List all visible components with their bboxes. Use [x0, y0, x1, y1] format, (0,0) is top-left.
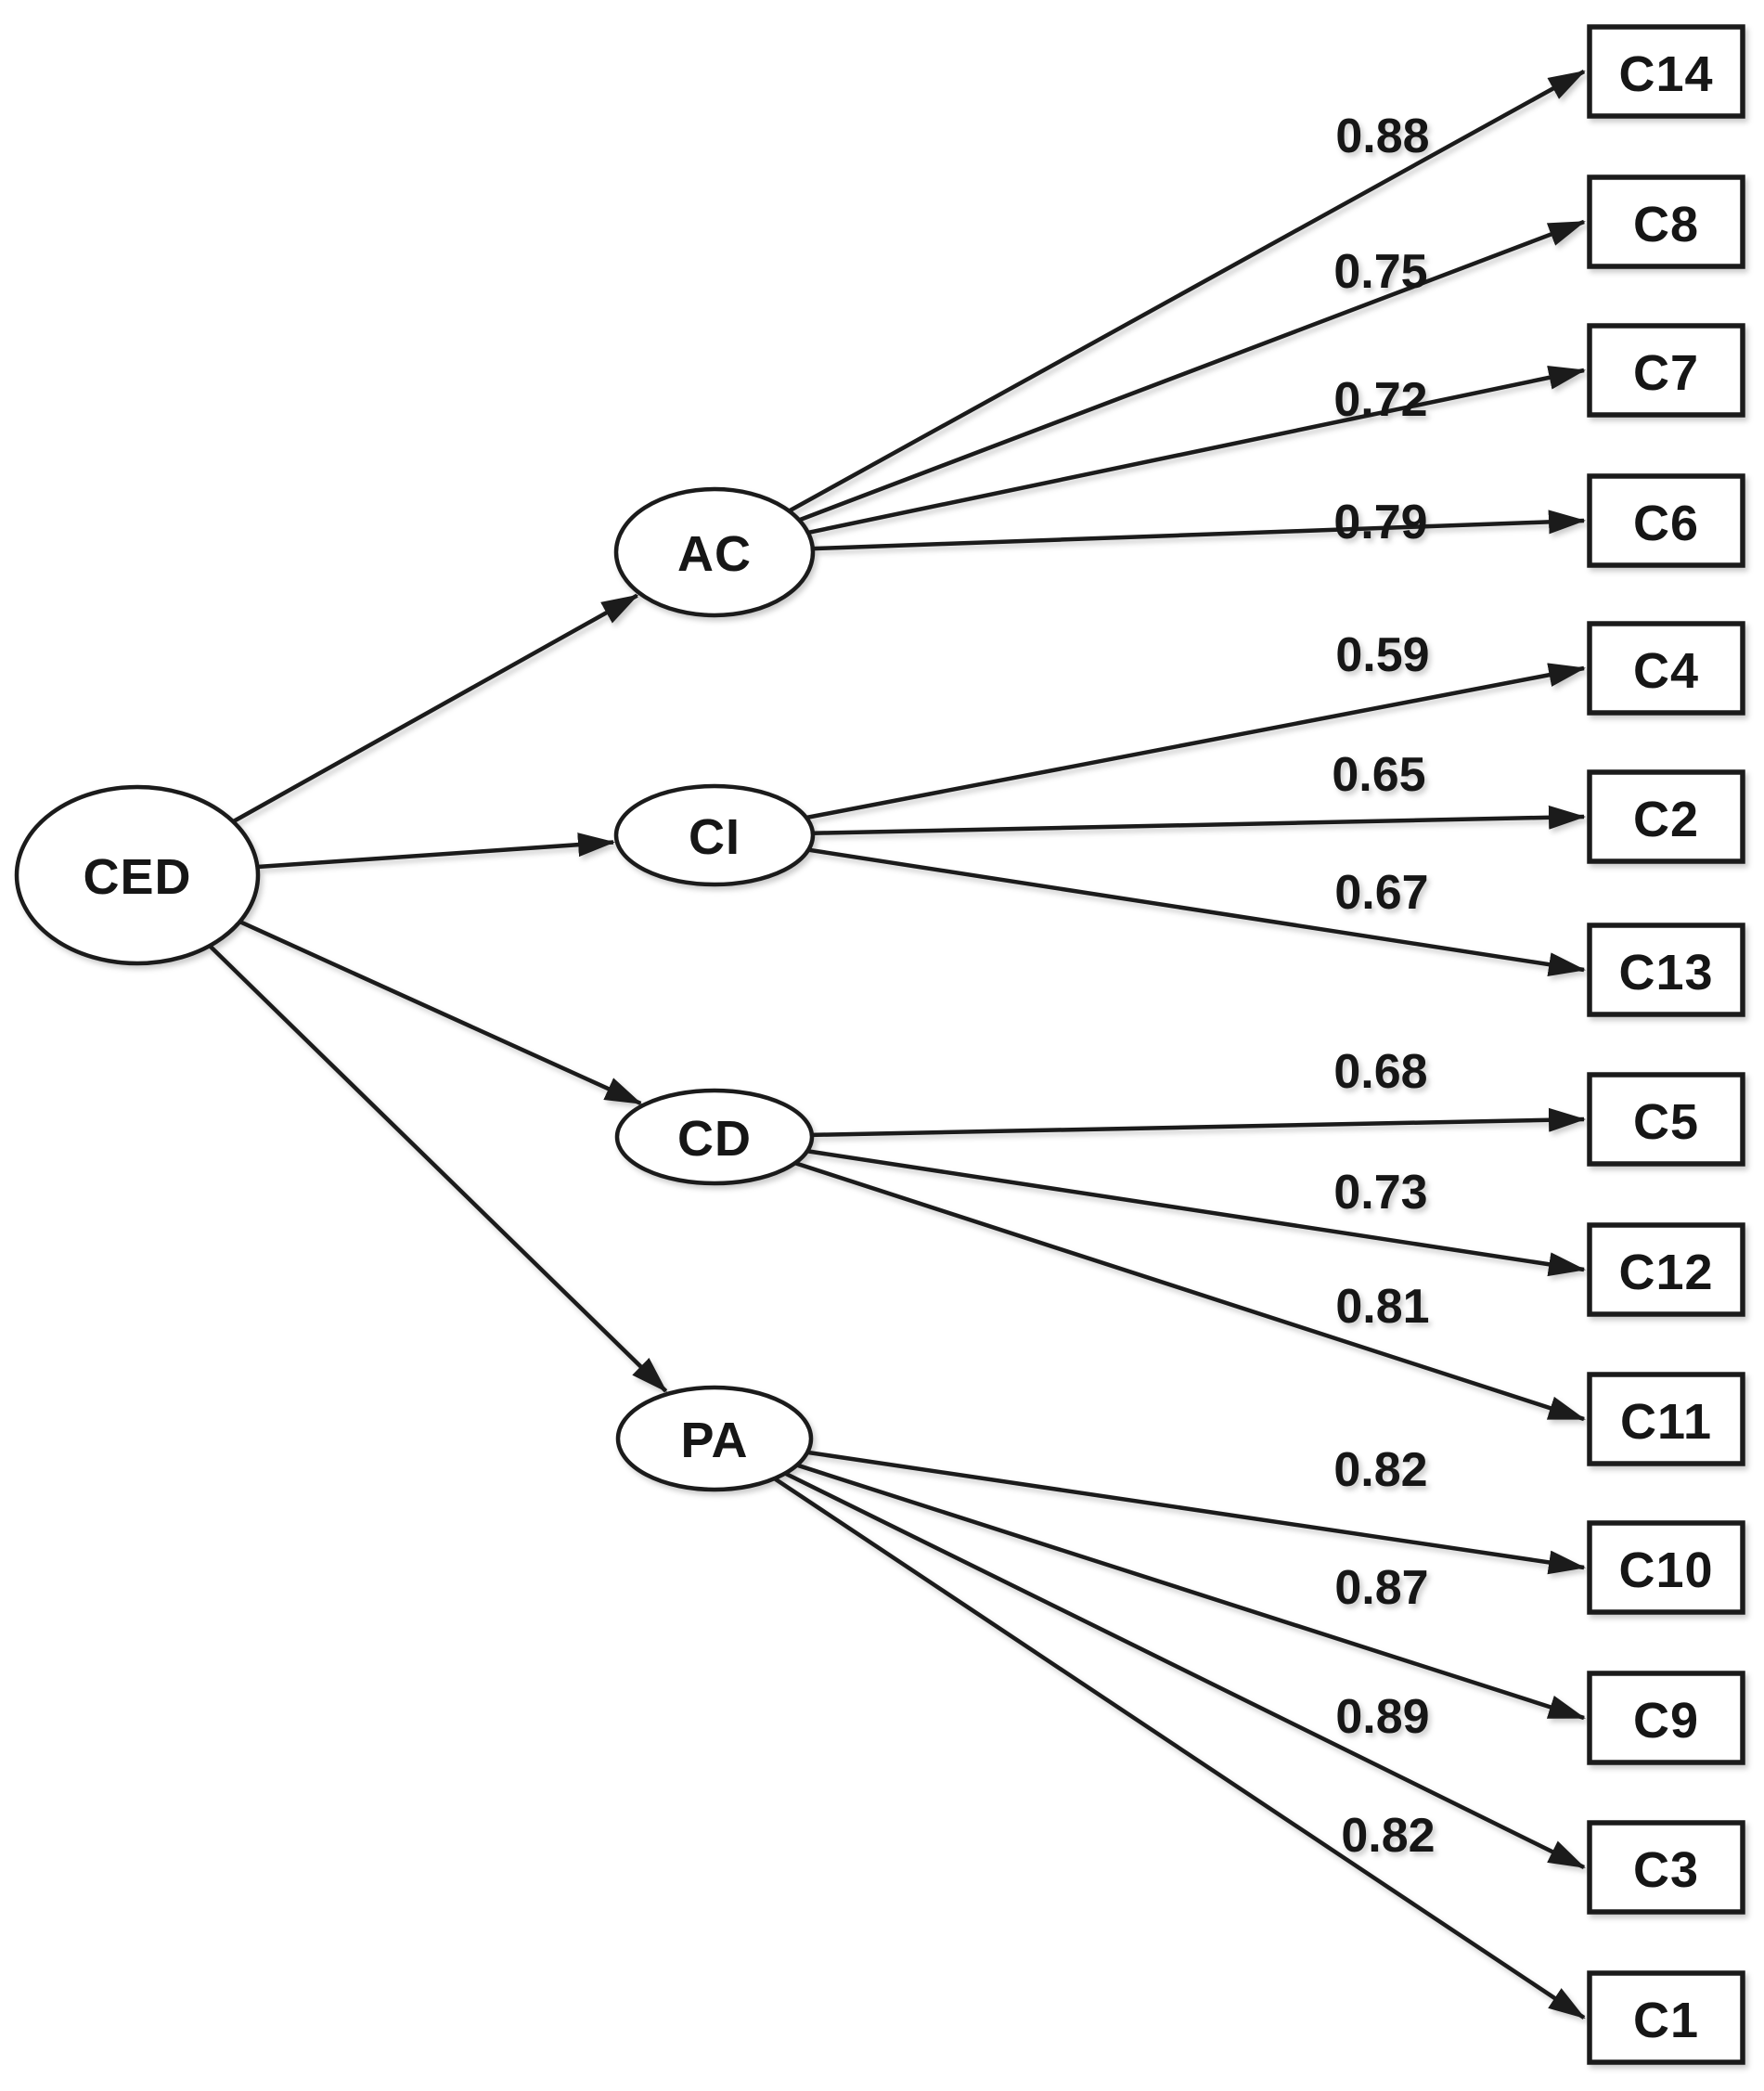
loading-label-ci-c13: 0.67 [1334, 866, 1428, 920]
indicator-box-c7 [1587, 323, 1745, 418]
arrow-pa-c1 [773, 1477, 1586, 2020]
indicator-box-c13 [1587, 923, 1745, 1017]
indicator-box-c5 [1587, 1072, 1745, 1167]
loading-label-pa-c9: 0.87 [1334, 1561, 1428, 1615]
loading-label-cd-c12: 0.73 [1333, 1166, 1427, 1220]
loading-label-ac-c8: 0.75 [1333, 245, 1427, 299]
arrow-ced-ac [232, 593, 639, 824]
indicator-box-c10 [1587, 1520, 1745, 1615]
node-label-ced: CED [83, 849, 191, 905]
loading-label-ac-c7: 0.72 [1333, 373, 1427, 427]
indicator-label-c3: C3 [1633, 1842, 1699, 1898]
arrow-ced-pa [208, 944, 668, 1393]
node-label-pa: PA [680, 1413, 748, 1468]
loading-label-cd-c11: 0.81 [1335, 1280, 1429, 1334]
arrow-ci-c2 [812, 805, 1586, 835]
arrow-ci-c13 [807, 847, 1586, 977]
factor-ellipse-pa [615, 1385, 814, 1492]
loading-label-ac-c14: 0.88 [1335, 110, 1429, 163]
arrow-cd-c5 [811, 1107, 1586, 1138]
indicator-box-c12 [1587, 1222, 1745, 1317]
indicator-label-c5: C5 [1633, 1094, 1699, 1150]
arrow-ced-ci [257, 833, 616, 870]
indicator-label-c10: C10 [1618, 1542, 1713, 1598]
arrow-pa-c3 [784, 1471, 1586, 1870]
indicator-label-c12: C12 [1618, 1245, 1713, 1300]
node-label-ac: AC [677, 526, 752, 582]
arrow-ced-cd [238, 920, 643, 1105]
latent-root-ellipse-ced [14, 784, 261, 966]
indicator-label-c7: C7 [1633, 345, 1699, 401]
loading-label-ac-c6: 0.79 [1333, 496, 1427, 549]
indicator-box-c8 [1587, 174, 1745, 269]
factor-ellipse-ci [613, 783, 816, 887]
indicator-label-c6: C6 [1633, 496, 1699, 551]
indicator-box-c11 [1587, 1372, 1745, 1466]
loading-label-cd-c5: 0.68 [1333, 1045, 1427, 1099]
arrow-ac-c8 [798, 219, 1586, 523]
factor-ellipse-cd [614, 1088, 815, 1186]
indicator-box-c14 [1587, 24, 1745, 119]
indicator-label-c9: C9 [1633, 1693, 1699, 1749]
arrow-ac-c6 [812, 510, 1586, 551]
indicator-box-c1 [1587, 1970, 1745, 2065]
arrow-pa-c9 [796, 1463, 1586, 1721]
factor-ellipse-ac [613, 486, 816, 618]
indicator-box-c4 [1587, 621, 1745, 716]
indicator-label-c14: C14 [1618, 46, 1713, 102]
loading-label-pa-c3: 0.89 [1335, 1690, 1429, 1744]
loading-label-ci-c4: 0.59 [1335, 628, 1429, 682]
indicator-box-c6 [1587, 473, 1745, 568]
arrow-cd-c12 [806, 1149, 1586, 1277]
indicator-box-c3 [1587, 1820, 1745, 1915]
loading-label-pa-c1: 0.82 [1341, 1809, 1435, 1863]
node-label-ci: CI [689, 809, 740, 865]
indicator-label-c4: C4 [1633, 643, 1699, 699]
indicator-label-c1: C1 [1633, 1993, 1699, 2048]
arrow-ac-c14 [788, 70, 1586, 513]
loading-label-pa-c10: 0.82 [1333, 1443, 1427, 1497]
indicator-label-c13: C13 [1618, 945, 1713, 1000]
arrow-cd-c11 [794, 1161, 1586, 1422]
loading-label-ci-c2: 0.65 [1332, 748, 1425, 802]
indicator-label-c11: C11 [1620, 1394, 1712, 1450]
arrow-ac-c7 [807, 366, 1586, 536]
node-label-cd: CD [677, 1111, 752, 1167]
indicator-box-c2 [1587, 769, 1745, 864]
arrow-ci-c4 [805, 663, 1586, 820]
indicator-box-c9 [1587, 1671, 1745, 1765]
indicator-label-c2: C2 [1633, 792, 1699, 847]
indicator-label-c8: C8 [1633, 197, 1699, 252]
arrow-pa-c10 [806, 1450, 1586, 1575]
